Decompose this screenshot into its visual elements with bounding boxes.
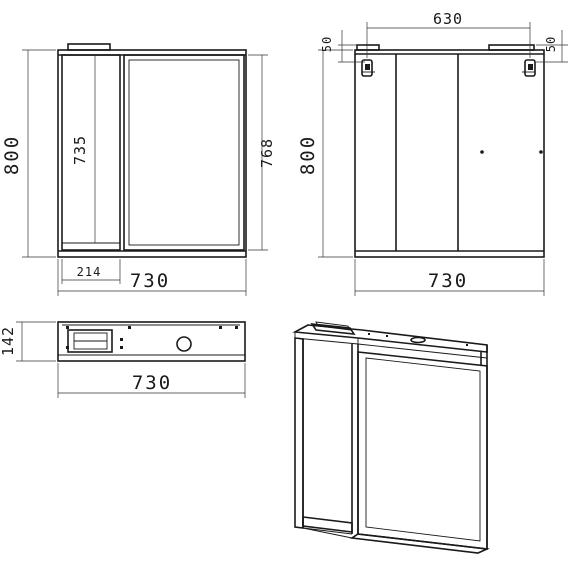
back-view: 630 50 50 800 730 <box>297 10 568 296</box>
mirror-height-label: 768 <box>258 138 276 168</box>
back-width-label: 730 <box>428 270 468 292</box>
iso-bottom-shelf <box>302 516 353 533</box>
front-view: 800 735 768 214 730 <box>1 43 276 296</box>
front-height-label: 800 <box>1 135 23 175</box>
top-view-outline <box>57 321 246 362</box>
shelf-width-label: 214 <box>77 265 102 279</box>
mount-spacing-label: 630 <box>433 10 463 28</box>
iso-top-bracket <box>310 323 356 335</box>
back-fixing-point <box>539 150 543 154</box>
front-top-bracket <box>67 43 111 51</box>
top-view: 142 730 <box>0 321 246 398</box>
front-mirror-door <box>123 54 245 251</box>
top-view-bracket <box>67 329 113 353</box>
top-width-label: 730 <box>132 372 172 394</box>
back-fixing-point <box>480 150 484 154</box>
back-height-label: 800 <box>297 135 319 175</box>
right-offset-label: 50 <box>544 36 558 52</box>
isometric-view <box>292 321 490 554</box>
left-hanger-icon <box>361 59 375 77</box>
iso-mirror-door <box>357 351 488 550</box>
depth-label: 142 <box>0 326 17 356</box>
front-outer-frame <box>57 49 247 258</box>
front-width-label: 730 <box>130 270 170 292</box>
iso-left-panel <box>294 337 304 529</box>
iso-top-hole <box>410 336 426 344</box>
iso-bottom-edge <box>349 533 490 554</box>
front-shelf-unit <box>61 54 121 251</box>
left-offset-label: 50 <box>320 36 334 52</box>
back-outer-frame <box>354 49 545 258</box>
shelf-height-label: 735 <box>71 135 89 165</box>
right-hanger-icon <box>522 59 536 77</box>
top-view-hole <box>176 336 192 352</box>
